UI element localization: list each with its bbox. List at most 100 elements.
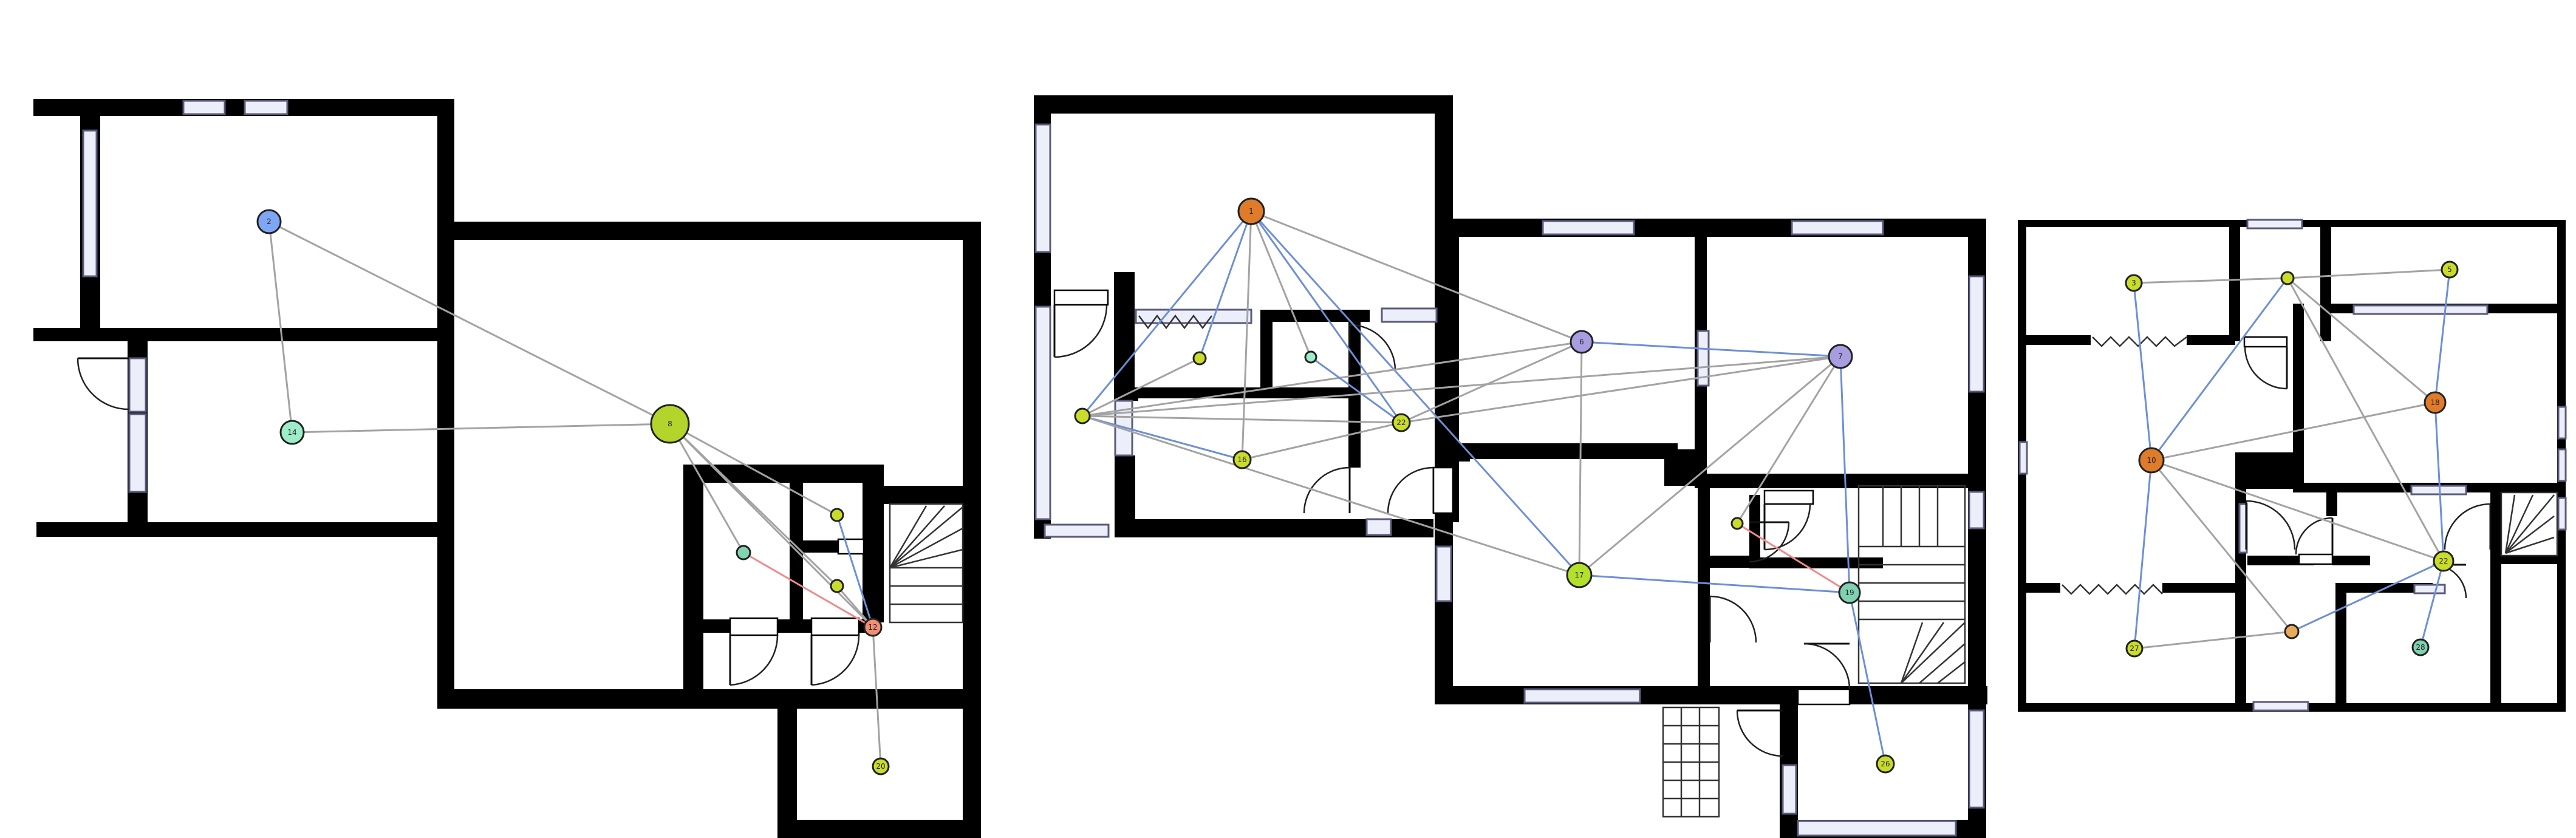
node-circle[interactable] xyxy=(1876,754,1895,774)
room-node-floor-2-26[interactable]: 26 xyxy=(1876,754,1895,774)
floor-1-plan xyxy=(33,99,981,838)
room-node-floor-2-6[interactable]: 6 xyxy=(1570,330,1594,354)
node-label: 22 xyxy=(1396,418,1406,427)
room-node-floor-2-b1[interactable] xyxy=(1192,351,1207,366)
node-circle[interactable] xyxy=(830,508,844,522)
room-node-floor-2-17[interactable]: 17 xyxy=(1566,562,1593,588)
edge-floor-3-10-18 xyxy=(2151,401,2436,462)
node-circle[interactable] xyxy=(872,757,890,775)
edge-floor-1-2-14 xyxy=(268,221,293,433)
room-node-floor-2-b2[interactable] xyxy=(1304,350,1317,364)
node-circle[interactable] xyxy=(2138,447,2165,474)
room-node-floor-1-20[interactable]: 20 xyxy=(872,757,890,775)
node-circle[interactable] xyxy=(2441,261,2459,279)
room-node-floor-3-18[interactable]: 18 xyxy=(2424,391,2447,414)
edge-floor-2-1-16 xyxy=(1241,211,1252,460)
floor-1-stairs xyxy=(889,503,964,624)
node-label: 27 xyxy=(2130,644,2139,653)
edge-floor-2-19-26 xyxy=(1848,592,1887,765)
node-label: 5 xyxy=(2447,265,2452,274)
edge-floor-1-2-8 xyxy=(268,220,671,425)
room-node-floor-1-a3[interactable] xyxy=(830,579,844,593)
node-circle[interactable] xyxy=(2411,638,2430,656)
edge-floor-1-14-8 xyxy=(292,423,671,434)
node-circle[interactable] xyxy=(1304,350,1317,364)
node-circle[interactable] xyxy=(650,404,690,444)
node-circle[interactable] xyxy=(1570,330,1594,354)
room-node-floor-1-14[interactable]: 14 xyxy=(279,420,305,445)
room-node-floor-3-27[interactable]: 27 xyxy=(2125,639,2144,658)
edge-floor-2-b3-b1 xyxy=(1082,357,1200,417)
room-node-floor-1-a2[interactable] xyxy=(830,508,844,522)
node-circle[interactable] xyxy=(1232,450,1252,469)
node-circle[interactable] xyxy=(2424,391,2447,414)
edge-floor-3-22-c2 xyxy=(2291,560,2444,633)
floor-1-walls xyxy=(33,99,981,838)
node-circle[interactable] xyxy=(1828,344,1853,369)
room-node-floor-3-c1[interactable] xyxy=(2280,271,2295,285)
edge-floor-2-b3-16 xyxy=(1082,415,1243,461)
room-node-floor-1-2[interactable]: 2 xyxy=(256,209,282,234)
room-node-floor-3-5[interactable]: 5 xyxy=(2441,261,2459,279)
room-node-floor-2-19[interactable]: 19 xyxy=(1838,581,1861,604)
floor-2-stairs xyxy=(1138,314,1966,818)
node-circle[interactable] xyxy=(1074,407,1091,424)
node-circle[interactable] xyxy=(1237,197,1265,225)
node-circle[interactable] xyxy=(1192,351,1207,366)
edge-floor-2-16-22 xyxy=(1242,421,1402,461)
node-label: 22 xyxy=(2439,557,2448,565)
edge-floor-3-27-c2 xyxy=(2134,630,2292,650)
edge-floor-3-10-22 xyxy=(2151,459,2444,562)
edge-floor-2-22-7 xyxy=(1401,355,1841,424)
node-circle[interactable] xyxy=(2125,639,2144,658)
room-nodes: 2 14 8 12 20 1 16 22 6 7 17 19 26 3 5 10 18 22 27 28 xyxy=(256,197,2459,775)
room-node-floor-1-12[interactable]: 12 xyxy=(863,618,883,637)
node-circle[interactable] xyxy=(830,579,844,593)
node-circle[interactable] xyxy=(1838,581,1861,604)
floor-2-plan xyxy=(1034,95,1987,838)
edge-floor-2-7-19 xyxy=(1839,356,1851,593)
node-label: 26 xyxy=(1881,760,1890,768)
room-node-floor-1-8[interactable]: 8 xyxy=(650,404,690,444)
edge-floor-3-10-27 xyxy=(2133,460,2153,649)
room-node-floor-3-28[interactable]: 28 xyxy=(2411,638,2430,656)
room-node-floor-1-a1[interactable] xyxy=(736,545,751,560)
room-node-floor-2-1[interactable]: 1 xyxy=(1237,197,1265,225)
edge-floor-1-12-20 xyxy=(872,627,882,767)
node-circle[interactable] xyxy=(279,420,305,445)
node-circle[interactable] xyxy=(1566,562,1593,588)
node-label: 8 xyxy=(668,420,672,428)
room-node-floor-2-b4[interactable] xyxy=(1730,517,1744,530)
room-node-floor-2-22[interactable]: 22 xyxy=(1392,413,1411,432)
edge-floor-3-c1-18 xyxy=(2287,277,2436,404)
node-circle[interactable] xyxy=(1730,517,1744,530)
edge-floor-3-22-28 xyxy=(2419,560,2445,648)
node-circle[interactable] xyxy=(2125,274,2143,292)
room-node-floor-3-3[interactable]: 3 xyxy=(2125,274,2143,292)
edge-floor-2-1-b3 xyxy=(1081,211,1252,417)
room-node-floor-2-16[interactable]: 16 xyxy=(1232,450,1252,469)
edge-floor-2-1-22 xyxy=(1250,211,1402,423)
edge-floor-3-18-22 xyxy=(2434,402,2445,562)
edge-floor-2-6-17 xyxy=(1578,341,1583,576)
room-node-floor-3-22[interactable]: 22 xyxy=(2433,550,2455,572)
node-circle[interactable] xyxy=(736,545,751,560)
edge-floor-2-b2-22 xyxy=(1310,356,1402,424)
node-circle[interactable] xyxy=(1392,413,1411,432)
edge-floor-1-a2-12 xyxy=(836,514,874,628)
node-circle[interactable] xyxy=(863,618,883,637)
edge-floor-3-c1-5 xyxy=(2287,268,2450,279)
node-label: 18 xyxy=(2430,398,2439,407)
room-node-floor-3-10[interactable]: 10 xyxy=(2138,447,2165,474)
room-node-floor-2-b3[interactable] xyxy=(1074,407,1091,424)
node-circle[interactable] xyxy=(256,209,282,234)
node-circle[interactable] xyxy=(2280,271,2295,285)
node-circle[interactable] xyxy=(2284,624,2300,639)
room-node-floor-2-7[interactable]: 7 xyxy=(1828,344,1853,369)
node-label: 19 xyxy=(1845,588,1854,597)
edge-floor-2-7-17 xyxy=(1579,355,1841,576)
node-label: 10 xyxy=(2147,456,2156,465)
node-circle[interactable] xyxy=(2433,550,2455,572)
room-node-floor-3-c2[interactable] xyxy=(2284,624,2300,639)
floor-1-doors xyxy=(77,357,865,686)
